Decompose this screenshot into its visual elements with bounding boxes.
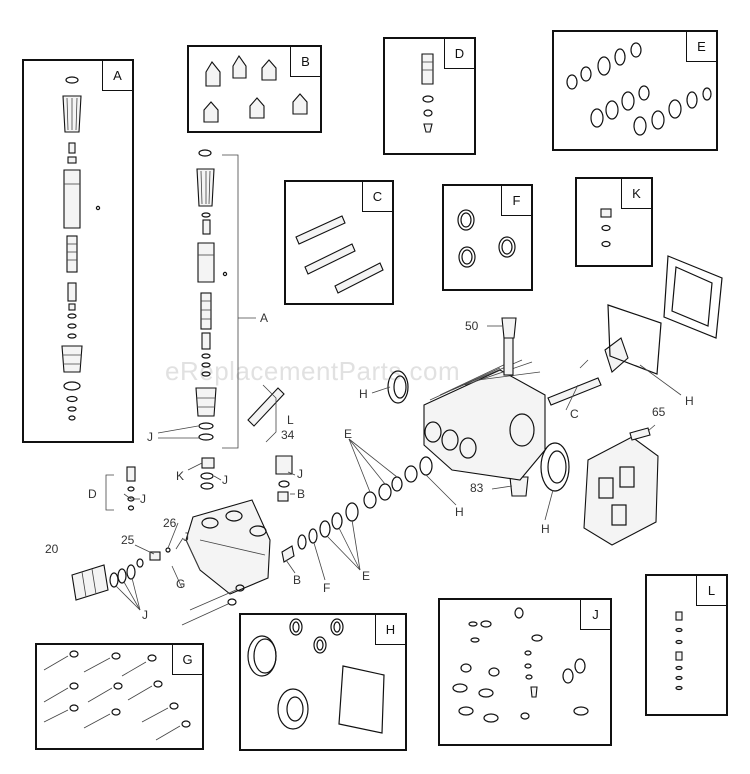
callout-h-cover: H — [541, 522, 550, 536]
kit-a-letter: A — [102, 61, 132, 91]
kit-l-letter: L — [696, 576, 726, 606]
kit-d-parts — [421, 53, 434, 133]
callout-h-right: H — [685, 394, 694, 408]
callout-26: 26 — [163, 516, 177, 530]
kit-b-parts — [203, 54, 308, 123]
kit-h-parts — [247, 618, 385, 734]
kit-a-parts — [61, 76, 101, 421]
callout-h-seal: H — [455, 505, 464, 519]
kit-g-parts — [43, 650, 191, 741]
kit-f-letter: F — [501, 186, 531, 216]
kit-l-parts — [675, 611, 683, 691]
kit-c-panel: C — [284, 180, 394, 305]
callout-j-34: J — [297, 467, 303, 481]
callout-b-34: B — [297, 487, 306, 501]
callout-25: 25 — [121, 533, 135, 547]
callout-83: 83 — [470, 481, 484, 495]
kit-e-letter: E — [686, 32, 716, 62]
kit-e-panel: E — [552, 30, 718, 151]
callout-j-k: J — [222, 473, 228, 487]
kit-g-panel: G — [35, 643, 204, 750]
kit-k-parts — [600, 208, 612, 248]
callout-k: K — [176, 469, 185, 483]
kit-k-letter: K — [621, 179, 651, 209]
kit-j-parts — [452, 607, 589, 723]
callout-b-seal: B — [293, 573, 302, 587]
callout-20: 20 — [45, 542, 59, 556]
kit-g-letter: G — [172, 645, 202, 675]
main-assembly — [71, 149, 723, 626]
kit-b-letter: B — [290, 47, 320, 77]
callout-50: 50 — [465, 319, 479, 333]
kit-c-letter: C — [362, 182, 392, 212]
kit-j-letter: J — [580, 600, 610, 630]
kit-d-letter: D — [444, 39, 474, 69]
callout-h-oil: H — [359, 387, 368, 401]
callout-a: A — [260, 311, 269, 325]
callout-j-26: J — [183, 530, 189, 544]
kit-f-panel: F — [442, 184, 533, 291]
kit-c-parts — [295, 215, 384, 294]
kit-h-panel: H — [239, 613, 407, 751]
callout-e-lower: E — [362, 569, 371, 583]
callout-l: L — [287, 413, 294, 427]
callout-f: F — [323, 581, 331, 595]
callout-e-upper: E — [344, 427, 353, 441]
callout-34: 34 — [281, 428, 295, 442]
callout-g: G — [176, 577, 186, 591]
callout-65: 65 — [652, 405, 666, 419]
kit-h-letter: H — [375, 615, 405, 645]
callout-c: C — [570, 407, 579, 421]
kit-l-panel: L — [645, 574, 728, 716]
watermark: eReplacementParts.com — [165, 356, 461, 386]
kit-f-parts — [457, 209, 516, 268]
callout-j-d: J — [140, 492, 146, 506]
callout-d: D — [88, 487, 97, 501]
kit-k-panel: K — [575, 177, 653, 267]
callout-j-valve: J — [147, 430, 153, 444]
callout-j-20: J — [142, 608, 148, 622]
kit-e-parts — [566, 42, 712, 136]
